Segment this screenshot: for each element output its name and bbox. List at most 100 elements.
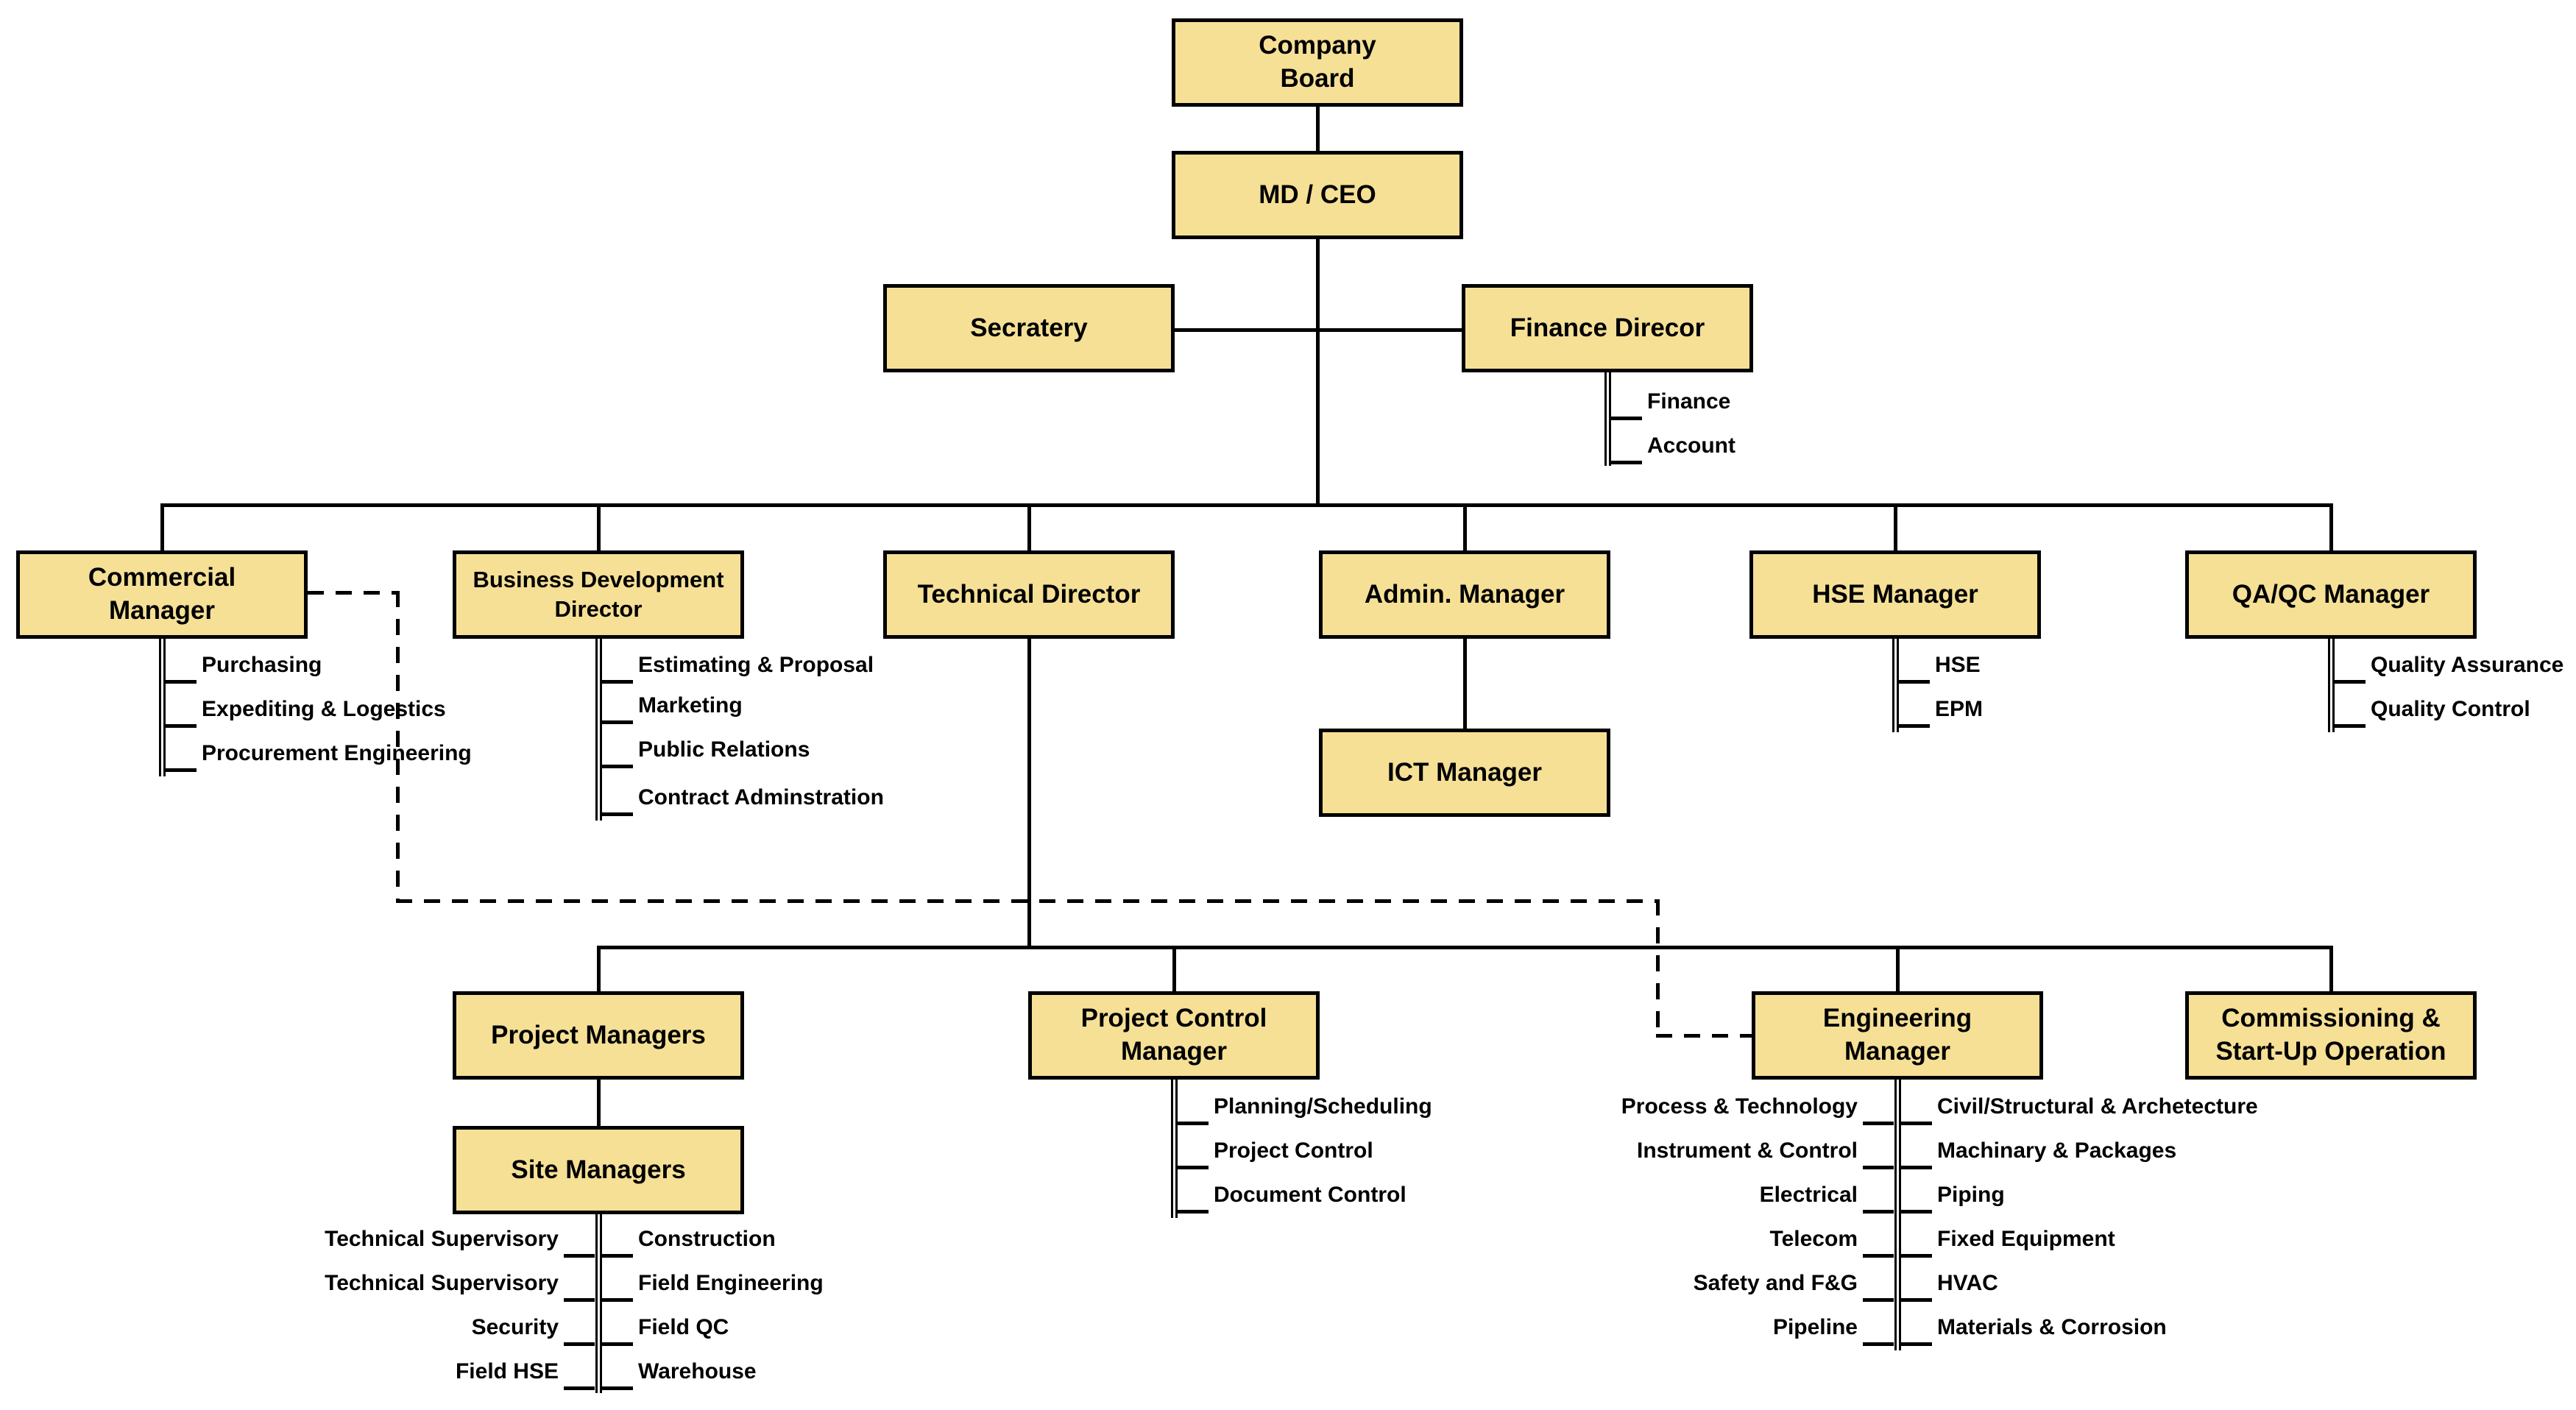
connector-main-horizontal <box>160 503 2332 507</box>
stem-hse <box>1892 637 1899 732</box>
dept-label-purchasing: Purchasing <box>202 653 322 677</box>
tick <box>1863 1210 1894 1214</box>
dept-label-epm: EPM <box>1935 697 1984 721</box>
connector-pm-site <box>597 1078 601 1128</box>
tick <box>1899 724 1930 728</box>
tick <box>166 680 197 684</box>
dept-label-expediting: Expediting & Logestics <box>202 697 446 721</box>
connector-secretary-finance <box>1175 328 1462 332</box>
node-secretary: Secratery <box>883 284 1175 372</box>
tick <box>2335 680 2366 684</box>
tick <box>1863 1166 1894 1169</box>
connector-drop-engineering <box>1896 946 1900 993</box>
connector-drop-commercial <box>160 503 164 552</box>
node-md-ceo: MD / CEO <box>1172 151 1463 239</box>
dept-label-field-qc: Field QC <box>638 1315 729 1339</box>
node-site-managers: Site Managers <box>453 1126 744 1214</box>
tick <box>602 720 633 724</box>
tick <box>166 768 197 772</box>
node-commissioning-startup: Commissioning & Start-Up Operation <box>2185 991 2477 1080</box>
dashed-connector-segment <box>308 591 399 595</box>
dept-label-telecom: Telecom <box>1769 1227 1858 1251</box>
dashed-connector-segment <box>396 591 400 903</box>
connector-drop-technical <box>1027 503 1031 552</box>
connector-drop-project-managers <box>597 946 601 993</box>
dept-label-instrument-control: Instrument & Control <box>1637 1138 1858 1163</box>
tick <box>602 1298 633 1302</box>
tick <box>1901 1342 1932 1346</box>
connector-drop-busdev <box>597 503 601 552</box>
dept-label-hse: HSE <box>1935 653 1981 677</box>
dept-label-construction: Construction <box>638 1227 776 1251</box>
connector-drop-qaqc <box>2329 503 2333 552</box>
node-project-managers: Project Managers <box>453 991 744 1080</box>
tick <box>1901 1298 1932 1302</box>
dept-label-contract-administration: Contract Adminstration <box>638 785 884 809</box>
tick <box>1863 1122 1894 1125</box>
tick <box>564 1386 595 1390</box>
tick <box>1611 417 1642 420</box>
node-technical-director: Technical Director <box>883 550 1175 639</box>
dashed-connector-segment <box>1656 899 1660 1038</box>
dept-label-quality-control: Quality Control <box>2371 697 2530 721</box>
tick <box>1863 1342 1894 1346</box>
dept-label-safety-fg: Safety and F&G <box>1693 1271 1858 1295</box>
stem-project-control <box>1171 1078 1178 1218</box>
node-qaqc-manager: QA/QC Manager <box>2185 550 2477 639</box>
tick <box>166 724 197 728</box>
dept-label-pipeline: Pipeline <box>1772 1315 1858 1339</box>
tick <box>1178 1122 1209 1125</box>
connector-board-ceo <box>1316 107 1320 152</box>
dept-label-civil-structural: Civil/Structural & Archetecture <box>1937 1094 2258 1119</box>
tick <box>602 1342 633 1346</box>
dept-label-technical-supervisory-1: Technical Supervisory <box>325 1227 559 1251</box>
connector-drop-admin <box>1463 503 1467 552</box>
dept-label-estimating: Estimating & Proposal <box>638 653 874 677</box>
tick <box>602 1254 633 1258</box>
tick <box>564 1254 595 1258</box>
tick <box>602 1386 633 1390</box>
dept-label-quality-assurance: Quality Assurance <box>2371 653 2564 677</box>
node-admin-manager: Admin. Manager <box>1319 550 1610 639</box>
tick <box>1611 461 1642 464</box>
connector-ceo-main <box>1316 239 1320 507</box>
node-finance-director: Finance Direcor <box>1462 284 1753 372</box>
tick <box>1178 1166 1209 1169</box>
dept-label-electrical: Electrical <box>1759 1183 1858 1207</box>
node-project-control-manager: Project Control Manager <box>1028 991 1320 1080</box>
tick <box>602 812 633 816</box>
dept-label-security: Security <box>471 1315 559 1339</box>
node-engineering-manager: Engineering Manager <box>1752 991 2043 1080</box>
connector-technical-bottom <box>1027 637 1031 949</box>
node-business-development-director: Business Development Director <box>453 550 744 639</box>
tick <box>1178 1210 1209 1214</box>
tick <box>602 680 633 684</box>
tick <box>1899 680 1930 684</box>
dept-label-document-control: Document Control <box>1214 1183 1406 1207</box>
tick <box>602 765 633 768</box>
tick <box>1901 1166 1932 1169</box>
node-commercial-manager: Commercial Manager <box>16 550 308 639</box>
stem-engineering <box>1894 1078 1901 1350</box>
tick <box>1901 1254 1932 1258</box>
dept-label-warehouse: Warehouse <box>638 1359 757 1384</box>
stem-site <box>595 1213 602 1393</box>
dept-label-process-technology: Process & Technology <box>1621 1094 1858 1119</box>
dashed-connector-segment <box>1656 1034 1753 1038</box>
node-hse-manager: HSE Manager <box>1749 550 2041 639</box>
tick <box>1863 1298 1894 1302</box>
dashed-connector-segment <box>396 899 1659 903</box>
tick <box>1863 1254 1894 1258</box>
dept-label-account: Account <box>1647 433 1735 458</box>
dept-label-technical-supervisory-2: Technical Supervisory <box>325 1271 559 1295</box>
dept-label-piping: Piping <box>1937 1183 2005 1207</box>
dept-label-machinery-packages: Machinary & Packages <box>1937 1138 2177 1163</box>
tick <box>564 1298 595 1302</box>
dept-label-field-hse: Field HSE <box>455 1359 559 1384</box>
tick <box>564 1342 595 1346</box>
dept-label-fixed-equipment: Fixed Equipment <box>1937 1227 2115 1251</box>
connector-admin-ict <box>1463 637 1467 730</box>
dept-label-public-relations: Public Relations <box>638 737 810 762</box>
stem-finance <box>1604 372 1611 466</box>
